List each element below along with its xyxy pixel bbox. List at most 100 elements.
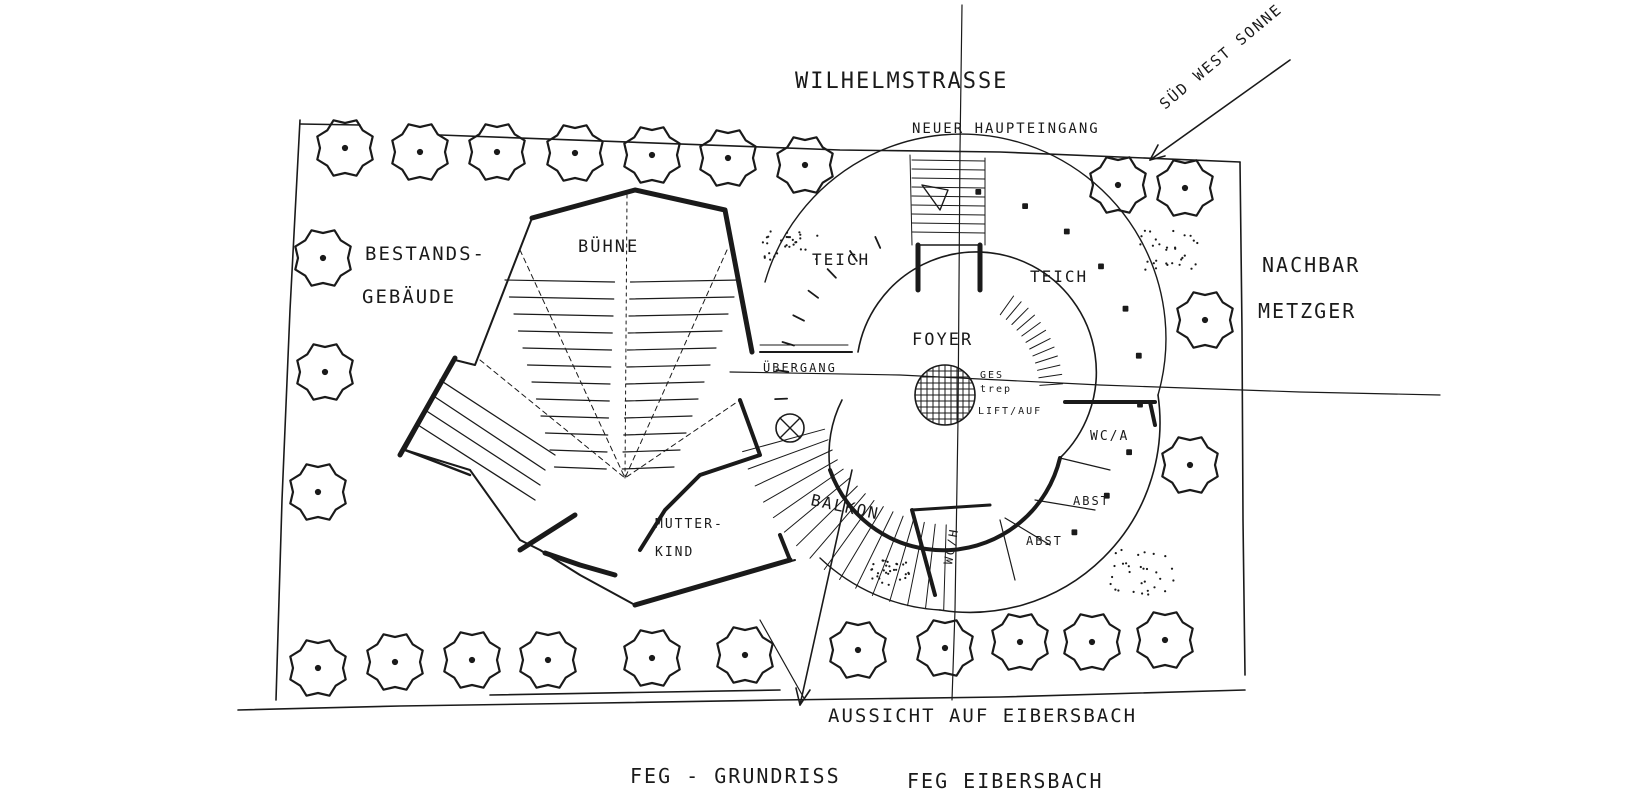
pond-left-label: TEICH [812,250,870,269]
stipple-dot [907,571,910,575]
wall-tick [792,314,805,322]
tree-trunk-dot [648,654,656,662]
tree-icon [1176,291,1234,349]
balcony-line [772,468,844,519]
column-mark [1137,401,1143,408]
stipple-dot [1147,593,1150,596]
entrance-side [909,154,986,246]
balcony-line [809,493,866,559]
stipple-dot [871,577,874,580]
stipple-dot [1178,263,1181,266]
stair-step [1039,383,1064,386]
column-mark [975,188,982,195]
tree-trunk-dot [319,254,327,262]
stipple-dot [1127,565,1130,568]
balcony-line [742,428,826,453]
tree-icon [1156,159,1214,217]
tree-icon [296,343,354,401]
seat-row [526,364,711,368]
stipple-dot [1140,235,1143,238]
stipple-dot [1180,258,1183,261]
stair-step [999,295,1015,316]
tree-trunk-dot [801,161,809,169]
mother-child-label-line2: KIND [655,545,694,560]
stipple-dot [1144,268,1147,271]
wall-tick [849,250,858,262]
stipple-dot [1146,589,1149,592]
existing-building-label-line1: BESTANDS- [365,243,486,265]
stipple-dot [787,236,790,239]
entrance-step [911,213,986,216]
tree-trunk-dot [854,646,862,654]
tree-icon [468,123,526,181]
stipple-dot [881,581,884,584]
stipple-dot [887,572,890,575]
tree-icon [1136,611,1194,669]
stipple-dot [1172,579,1175,582]
stipple-dot [780,239,783,242]
stair-step [1038,373,1063,379]
tree-icon [623,126,681,184]
tree-icon [294,229,352,287]
stipple-dot [870,568,873,571]
balcony-label: BALKON [809,490,881,523]
balcony-line [889,519,914,602]
balcony-line [796,485,858,547]
wall-tick [775,369,790,373]
stipple-dot [792,243,795,246]
stipple-dot [1109,582,1112,586]
wall-tick [781,341,795,347]
tree-trunk-dot [1161,636,1169,644]
stipple-dot [902,563,905,566]
caption-left: FEG - GRUNDRISS [630,764,841,788]
street-label: WILHELMSTRASSE [795,69,1008,94]
stipple-dot [1139,565,1142,569]
stipple-dot [1183,254,1186,257]
seat-row [553,466,675,470]
stipple-dot [767,235,770,238]
stipple-dot [815,258,818,261]
existing-building-label-line2: GEBÄUDE [362,285,456,308]
column-mark [1098,263,1104,270]
stipple-dot [761,241,765,244]
stipple-dot [884,559,887,562]
stipple-dot [788,236,792,239]
stipple-dot [1146,260,1149,263]
plot-boundary [237,119,1246,711]
wc-lower-label: WC/H [941,527,961,566]
abst-label-1: ABST [1073,494,1110,508]
labels: WILHELMSTRASSE NEUER HAUPTEINGANG SÜD WE… [362,0,1358,793]
main-entrance-label: NEUER HAUPTEINGANG [912,121,1100,137]
wall-tick [807,289,819,299]
column-mark [1126,449,1132,456]
column-mark [1063,228,1070,235]
stipple-dot [1165,248,1168,251]
tree-trunk-dot [648,151,656,159]
balcony-line [754,449,833,487]
tree-icon [316,119,374,177]
stipple-dot [1165,246,1169,249]
stipple-dot [898,578,902,581]
stipple-dot [784,245,787,248]
tree-icon [546,124,604,182]
stipple-dot [788,245,791,248]
stipple-dot [882,559,885,562]
tree-icon [289,463,347,521]
stair-step [1025,329,1047,343]
tree-icon [829,621,887,679]
stipple-dot [1170,567,1174,570]
balcony-line [943,524,947,611]
stipple-dot [1114,552,1117,555]
neighbor-label-line2: METZGER [1258,299,1356,323]
abst-label-2: ABST [1026,534,1063,548]
stipple-dot [1159,577,1162,580]
stipple-dot [872,563,875,566]
stipple-dot [785,244,788,247]
stipple-dot [904,573,907,576]
tree-trunk-dot [314,488,322,496]
balcony-line [871,515,904,596]
entrance-step [911,204,986,207]
column-mark [1103,492,1110,499]
lift-label: LIFT/AUF [978,406,1042,417]
axis-lines [729,4,1441,701]
